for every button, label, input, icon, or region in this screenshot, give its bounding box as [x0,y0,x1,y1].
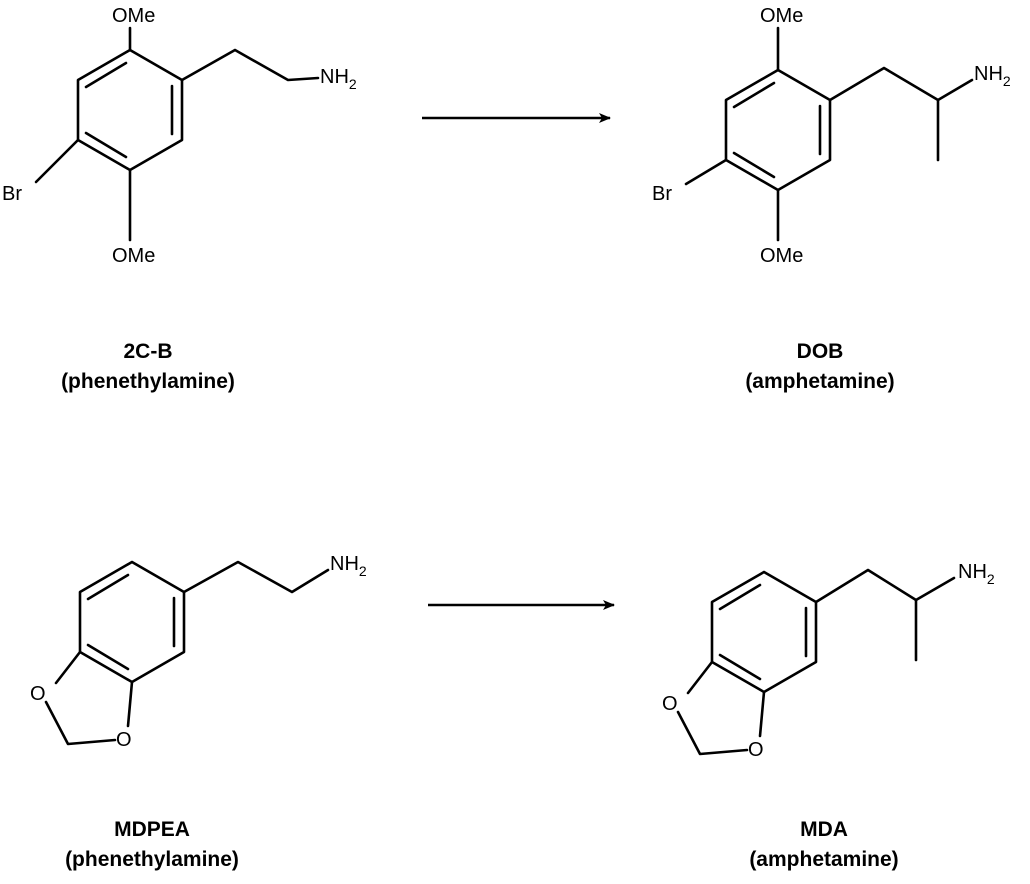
structure-bonds [44,560,330,746]
compound-name: MDPEA [114,818,190,841]
compound-name: DOB [797,340,844,363]
compound-class: (phenethylamine) [65,848,239,871]
atom-label-br: Br [652,183,672,205]
atom-label-nh2: NH2 [330,553,367,579]
molecule-dob: OMe OMe Br NH2 DOB (amphetamine) [652,5,1011,393]
atom-label-o: O [116,729,132,751]
molecule-mda: O O NH2 MDA (amphetamine) [662,561,995,871]
molecule-mdpea: O O NH2 MDPEA (phenethylamine) [30,553,367,871]
atom-label-o: O [662,693,678,715]
atom-label-ome-top: OMe [112,5,155,27]
compound-name: MDA [800,818,848,841]
atom-label-nh2: NH2 [974,63,1011,89]
atom-label-nh2: NH2 [320,66,357,92]
structure-bonds [684,26,974,242]
atom-label-nh2: NH2 [958,561,995,587]
structure-bonds [34,26,320,242]
compound-class: (phenethylamine) [61,370,235,393]
atom-label-ome-bottom: OMe [760,245,803,267]
compound-class: (amphetamine) [749,848,898,871]
atom-label-ome-top: OMe [760,5,803,27]
compound-name: 2C-B [123,340,172,363]
atom-label-br: Br [2,183,22,205]
molecule-2c-b: OMe OMe Br NH2 2C-B (phenethylamine) [2,5,357,393]
structure-bonds [676,568,956,756]
atom-label-o: O [30,683,46,705]
compound-class: (amphetamine) [745,370,894,393]
atom-label-ome-bottom: OMe [112,245,155,267]
atom-label-o: O [748,739,764,761]
